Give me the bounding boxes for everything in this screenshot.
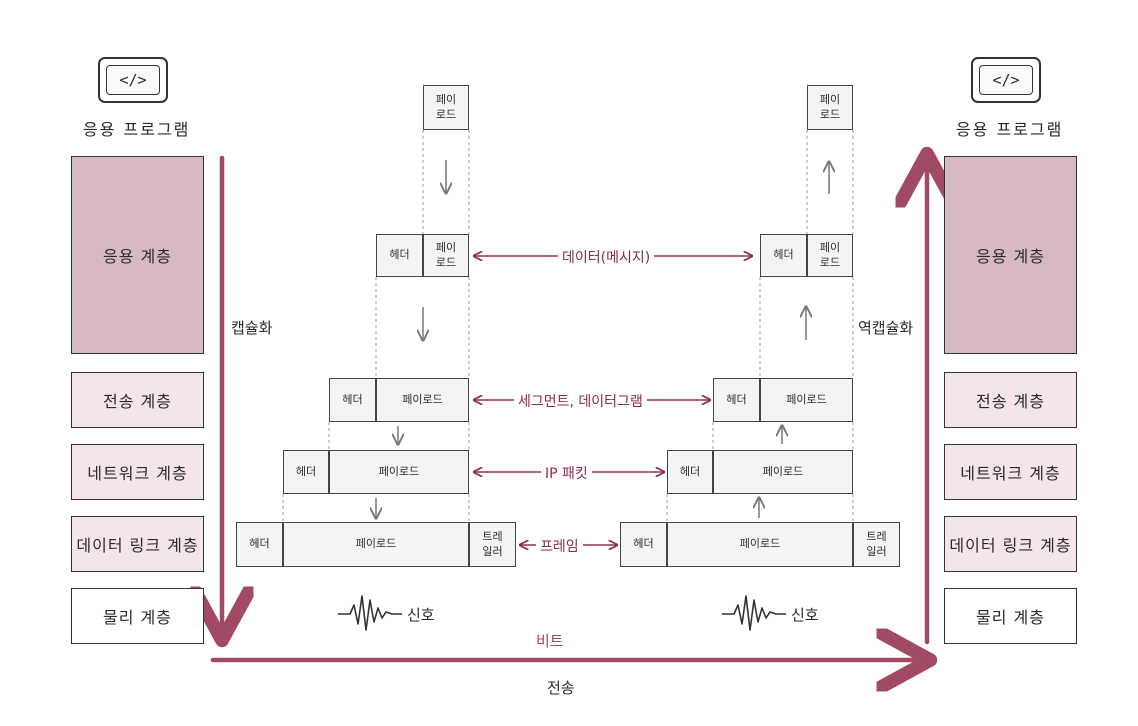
signal-wave-right: [722, 595, 786, 631]
right-network-header: 헤더: [667, 450, 713, 494]
right-layer-network: 네트워크 계층: [944, 444, 1077, 500]
code-icon: </>: [979, 65, 1033, 95]
right-transport-payload: 페이로드: [760, 378, 853, 422]
right-frame-payload: 페이로드: [667, 522, 853, 567]
right-frame-trailer: 트레 일러: [853, 522, 900, 567]
right-step-arrows: [759, 162, 829, 518]
app-right-icon: </>: [971, 57, 1041, 103]
right-layer-application: 응용 계층: [944, 156, 1077, 354]
code-icon: </>: [106, 65, 160, 95]
right-transport-header: 헤더: [713, 378, 760, 422]
right-app-header: 헤더: [760, 234, 807, 277]
left-network-header: 헤더: [283, 450, 329, 494]
left-payload-top: 페이 로드: [423, 85, 469, 130]
left-step-arrows: [376, 160, 446, 518]
encapsulation-label: 캡슐화: [231, 319, 273, 337]
pdu-label-ip-packet: IP 패킷: [541, 463, 592, 483]
left-network-payload: 페이로드: [329, 450, 469, 494]
left-app-payload: 페이 로드: [423, 234, 469, 277]
left-app-header: 헤더: [376, 234, 423, 277]
right-frame-header: 헤더: [620, 522, 667, 567]
left-frame-payload: 페이로드: [283, 522, 469, 567]
left-transport-payload: 페이로드: [376, 378, 469, 422]
pdu-label-message: 데이터(메시지): [558, 247, 655, 267]
app-right-label: 응용 프로그램: [956, 120, 1064, 139]
left-frame-header: 헤더: [236, 522, 283, 567]
left-frame-trailer: 트레 일러: [469, 522, 516, 567]
left-layer-application: 응용 계층: [71, 156, 204, 354]
signal-label-left: 신호: [407, 606, 435, 624]
signal-label-right: 신호: [791, 606, 819, 624]
left-transport-header: 헤더: [329, 378, 376, 422]
right-layer-transport: 전송 계층: [944, 372, 1077, 428]
decapsulation-label: 역캡슐화: [858, 319, 914, 337]
signal-wave-left: [338, 595, 402, 631]
right-guides: [666, 130, 854, 522]
transmission-label: 전송: [547, 679, 575, 697]
left-layer-transport: 전송 계층: [71, 372, 204, 428]
right-layer-datalink: 데이터 링크 계층: [944, 516, 1077, 572]
app-left-label: 응용 프로그램: [83, 120, 191, 139]
right-layer-physical: 물리 계층: [944, 588, 1077, 644]
app-left-icon: </>: [98, 57, 168, 103]
left-layer-network: 네트워크 계층: [71, 444, 204, 500]
left-layer-physical: 물리 계층: [71, 588, 204, 644]
pdu-label-segment: 세그먼트, 데이터그램: [514, 391, 647, 411]
left-guides: [282, 130, 470, 522]
left-layer-datalink: 데이터 링크 계층: [71, 516, 204, 572]
bit-label: 비트: [536, 632, 564, 650]
right-app-payload: 페이 로드: [807, 234, 853, 277]
right-payload-top: 페이 로드: [807, 85, 853, 130]
right-network-payload: 페이로드: [713, 450, 853, 494]
pdu-label-frame: 프레임: [536, 536, 583, 556]
